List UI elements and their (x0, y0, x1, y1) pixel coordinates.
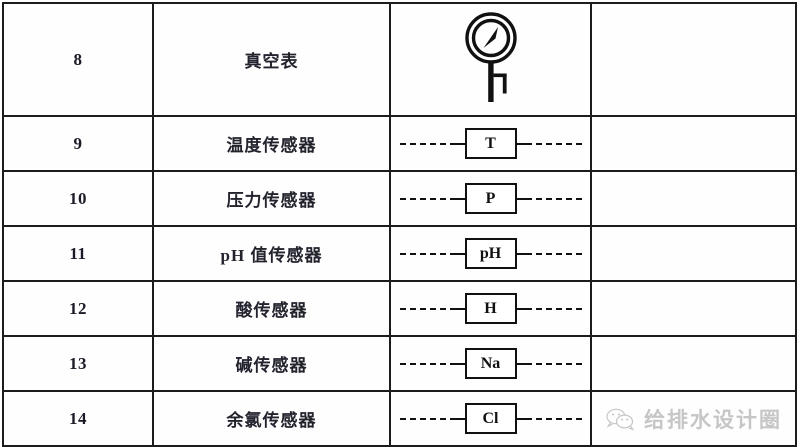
row-name-cell: 压力传感器 (152, 170, 391, 227)
row-note-cell (590, 225, 797, 282)
row-note-empty (592, 227, 795, 280)
row-index-label: 10 (69, 188, 87, 208)
row-name-cell: 真空表 (152, 2, 391, 117)
inline-sensor-symbol: H (391, 283, 590, 334)
dashed-line-left (399, 307, 456, 310)
row-note-cell (590, 170, 797, 227)
sensor-box-label: P (464, 183, 517, 214)
vacuum-gauge-icon (464, 11, 517, 102)
row-index-label: 11 (69, 243, 87, 263)
table-row: 11 pH 值传感器 pH (2, 225, 797, 282)
row-name-cell: pH 值传感器 (152, 225, 391, 282)
inline-sensor-symbol: P (391, 173, 590, 224)
sensor-box-label: Na (464, 348, 517, 379)
row-index-label: 8 (73, 49, 83, 69)
table-row: 12 酸传感器 H (2, 280, 797, 337)
lead-line-right (516, 362, 526, 365)
dashed-line-left (399, 417, 456, 420)
vacuum-gauge-symbol (391, 6, 590, 113)
sensor-box-label: H (464, 293, 517, 324)
sensor-box-label: T (464, 128, 517, 159)
row-note-empty (592, 4, 795, 115)
row-name-label: pH 值传感器 (220, 246, 323, 265)
row-index-label: 14 (69, 408, 87, 428)
row-name-label: 碱传感器 (235, 356, 308, 375)
row-symbol-cell: Na (389, 335, 592, 392)
dashed-line-right (525, 307, 582, 310)
inline-sensor-symbol: Na (391, 338, 590, 389)
table-row: 14 余氯传感器 Cl (2, 390, 797, 447)
row-index-cell: 12 (2, 280, 154, 337)
lead-line-right (516, 417, 526, 420)
row-note-cell (590, 2, 797, 117)
row-symbol-cell: T (389, 115, 592, 172)
inline-sensor-symbol: T (391, 118, 590, 169)
row-name-cell: 碱传感器 (152, 335, 391, 392)
dashed-line-right (525, 197, 582, 200)
table-row: 9 温度传感器 T (2, 115, 797, 172)
row-index-cell: 9 (2, 115, 154, 172)
row-note-cell (590, 115, 797, 172)
dashed-line-right (525, 362, 582, 365)
row-note-cell (590, 335, 797, 392)
dashed-line-left (399, 252, 456, 255)
lead-line-right (516, 197, 526, 200)
row-note-empty (592, 117, 795, 170)
sensor-box-label: Cl (464, 403, 517, 434)
row-name-label: 酸传感器 (235, 301, 308, 320)
row-index-cell: 8 (2, 2, 154, 117)
row-symbol-cell: P (389, 170, 592, 227)
inline-sensor-symbol: Cl (391, 393, 590, 444)
row-index-cell: 10 (2, 170, 154, 227)
lead-line-left (455, 417, 465, 420)
table-row: 8 真空表 (2, 2, 797, 117)
watermark: 给排水设计圈 (592, 393, 795, 444)
lead-line-left (455, 307, 465, 310)
lead-line-right (516, 252, 526, 255)
lead-line-left (455, 142, 465, 145)
row-symbol-cell: H (389, 280, 592, 337)
row-note-cell: 给排水设计圈 (590, 390, 797, 447)
lead-line-left (455, 197, 465, 200)
table-row: 10 压力传感器 P (2, 170, 797, 227)
dashed-line-right (525, 417, 582, 420)
dashed-line-right (525, 252, 582, 255)
row-name-label: 余氯传感器 (226, 411, 317, 430)
row-index-label: 9 (73, 133, 83, 153)
row-index-cell: 13 (2, 335, 154, 392)
row-symbol-cell: Cl (389, 390, 592, 447)
row-symbol-cell (389, 2, 592, 117)
row-note-empty (592, 282, 795, 335)
sensor-box-label: pH (464, 238, 517, 269)
row-symbol-cell: pH (389, 225, 592, 282)
row-name-cell: 酸传感器 (152, 280, 391, 337)
dashed-line-right (525, 142, 582, 145)
dashed-line-left (399, 142, 456, 145)
row-index-label: 12 (69, 298, 87, 318)
row-name-label: 真空表 (244, 52, 299, 71)
row-name-label: 压力传感器 (226, 191, 317, 210)
dashed-line-left (399, 362, 456, 365)
lead-line-right (516, 307, 526, 310)
row-note-cell (590, 280, 797, 337)
lead-line-left (455, 362, 465, 365)
row-name-label: 温度传感器 (226, 136, 317, 155)
lead-line-right (516, 142, 526, 145)
dashed-line-left (399, 197, 456, 200)
row-note-empty (592, 337, 795, 390)
row-index-label: 13 (69, 353, 87, 373)
row-name-cell: 余氯传感器 (152, 390, 391, 447)
watermark-text: 给排水设计圈 (644, 407, 782, 432)
inline-sensor-symbol: pH (391, 228, 590, 279)
table-row: 13 碱传感器 Na (2, 335, 797, 392)
lead-line-left (455, 252, 465, 255)
row-note-empty (592, 172, 795, 225)
row-index-cell: 14 (2, 390, 154, 447)
row-index-cell: 11 (2, 225, 154, 282)
wechat-logo-icon (606, 408, 635, 431)
row-name-cell: 温度传感器 (152, 115, 391, 172)
